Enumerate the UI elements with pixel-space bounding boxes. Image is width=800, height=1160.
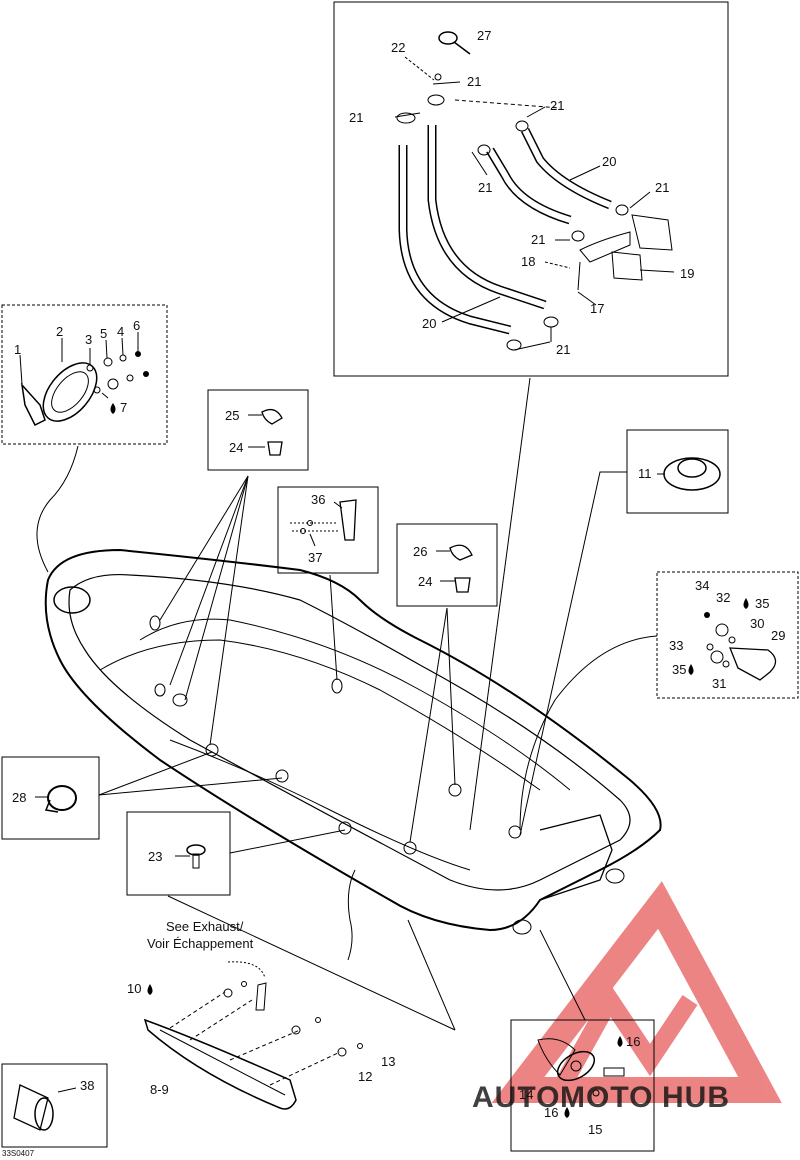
callout-box-cover	[1, 304, 168, 445]
label-12: 12	[358, 1069, 372, 1084]
label-37: 37	[308, 550, 322, 565]
watermark-part-hub: HUB	[662, 1081, 730, 1114]
label-1: 1	[14, 342, 21, 357]
label-18: 18	[521, 254, 535, 269]
callout-box-vent-tubes	[333, 1, 729, 377]
label-24: 24	[229, 440, 243, 455]
label-5: 5	[100, 326, 107, 341]
label-21: 21	[349, 110, 363, 125]
label-7: 7	[120, 400, 127, 415]
label-32: 32	[716, 590, 730, 605]
label-21: 21	[655, 180, 669, 195]
label-8-9: 8-9	[150, 1082, 169, 1097]
label-23: 23	[148, 849, 162, 864]
label-29: 29	[771, 628, 785, 643]
label-25: 25	[225, 408, 239, 423]
hull-body	[44, 548, 662, 935]
callout-box-clip-25	[207, 389, 309, 471]
label-21: 21	[467, 74, 481, 89]
hull-leader-lines	[36, 377, 658, 1031]
label-30: 30	[750, 616, 764, 631]
label-4: 4	[117, 324, 124, 339]
drop-icon	[147, 598, 749, 1118]
callout-box-bracket-36	[277, 486, 379, 574]
label-31: 31	[712, 676, 726, 691]
label-22: 22	[391, 40, 405, 55]
label-20: 20	[422, 316, 436, 331]
label-15: 15	[588, 1122, 602, 1137]
label-13: 13	[381, 1054, 395, 1069]
callout-box-clip-26	[396, 523, 498, 607]
label-38: 38	[80, 1078, 94, 1093]
label-20: 20	[602, 154, 616, 169]
label-16: 16	[626, 1034, 640, 1049]
label-21: 21	[531, 232, 545, 247]
callout-box-drain-14	[510, 1019, 655, 1152]
label-21: 21	[550, 98, 564, 113]
label-27: 27	[477, 28, 491, 43]
callout-box-sleeve-38	[1, 1063, 108, 1148]
label-35: 35	[672, 662, 686, 677]
label-16: 16	[544, 1105, 558, 1120]
label-14: 14	[519, 1087, 533, 1102]
diagram-code: 33S0407	[2, 1149, 35, 1158]
label-11: 11	[638, 466, 652, 481]
watermark-logo	[491, 881, 782, 1103]
label-33: 33	[669, 638, 683, 653]
label-26: 26	[413, 544, 427, 559]
note-exhaust-line2: Voir Échappement	[147, 936, 254, 951]
callout-box-rivet-23	[126, 811, 231, 896]
note-exhaust-line1: See Exhaust/	[166, 919, 244, 934]
label-34: 34	[695, 578, 709, 593]
label-35: 35	[755, 596, 769, 611]
callout-box-clamp-28	[1, 756, 100, 840]
sponson-8-9	[143, 961, 363, 1110]
label-10: 10	[127, 981, 141, 996]
label-6: 6	[133, 318, 140, 333]
label-21: 21	[556, 342, 570, 357]
watermark-part-auto: AUTO	[472, 1081, 560, 1114]
part-number-labels: 27 22 21 21 21 20 21 21 21 18 19 17 20 2…	[2, 28, 785, 1158]
label-28: 28	[12, 790, 26, 805]
watermark-text: AUTO MOTO HUB	[472, 1081, 730, 1114]
callout-box-handle-29	[656, 571, 799, 699]
label-24: 24	[418, 574, 432, 589]
label-3: 3	[85, 332, 92, 347]
label-17: 17	[590, 301, 604, 316]
watermark-part-moto: MOTO	[560, 1081, 653, 1114]
label-21: 21	[478, 180, 492, 195]
label-19: 19	[680, 266, 694, 281]
label-36: 36	[311, 492, 325, 507]
label-2: 2	[56, 324, 63, 339]
